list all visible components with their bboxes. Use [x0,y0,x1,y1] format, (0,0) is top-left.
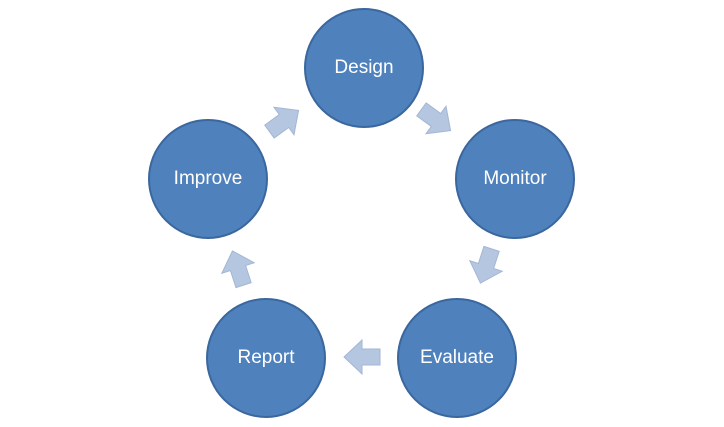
arrow-evaluate-to-report [343,338,381,376]
node-label-monitor: Monitor [483,168,547,189]
node-label-report: Report [237,347,295,368]
node-evaluate: Evaluate [397,298,517,418]
node-report: Report [206,298,326,418]
arrow-design-to-monitor [411,96,460,145]
node-improve: Improve [148,119,268,239]
arrow-improve-to-design [259,97,308,146]
node-label-improve: Improve [173,168,243,189]
node-monitor: Monitor [455,119,575,239]
node-label-evaluate: Evaluate [420,347,494,368]
node-design: Design [304,8,424,128]
arrow-monitor-to-evaluate [464,244,507,289]
arrow-report-to-improve [216,246,259,291]
node-label-design: Design [334,57,394,78]
